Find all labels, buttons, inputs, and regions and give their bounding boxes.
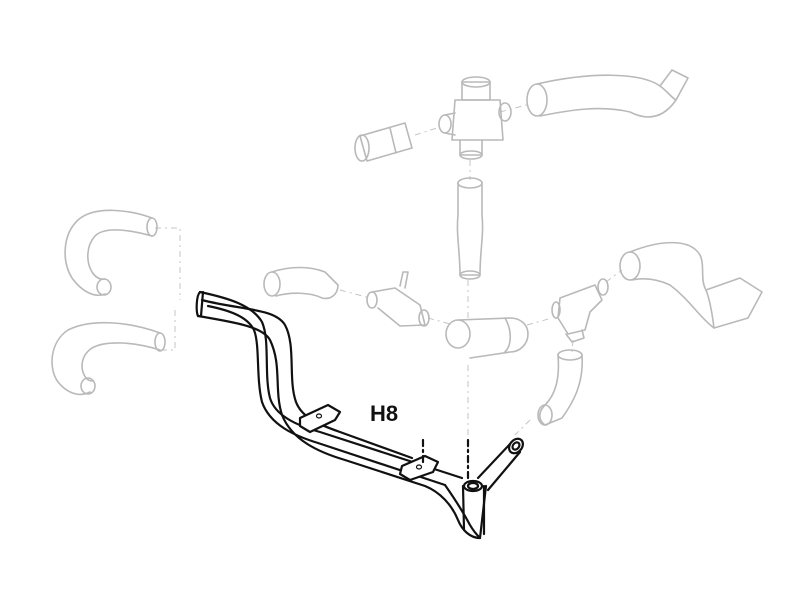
context-parts xyxy=(51,69,763,426)
short-straight-hose xyxy=(354,122,413,162)
vertical-hose xyxy=(456,177,484,280)
lower-j-hose xyxy=(51,321,166,396)
upper-curved-hose xyxy=(526,69,689,118)
lower-right-hose xyxy=(537,349,583,426)
cross-connector xyxy=(438,76,512,160)
assembly-guide-lines xyxy=(155,103,623,478)
valve-connector xyxy=(366,271,430,327)
lower-bracket xyxy=(398,454,440,482)
highlighted-part-h8 xyxy=(195,290,524,540)
right-tee-connector xyxy=(551,278,609,343)
center-elbow-hose xyxy=(445,317,529,359)
upper-bracket xyxy=(298,403,342,434)
part-callout-label: H8 xyxy=(370,401,399,426)
right-curved-hose xyxy=(619,241,763,329)
small-bent-hose xyxy=(263,266,339,300)
tube-assembly xyxy=(195,290,524,540)
upper-j-hose xyxy=(64,209,158,296)
